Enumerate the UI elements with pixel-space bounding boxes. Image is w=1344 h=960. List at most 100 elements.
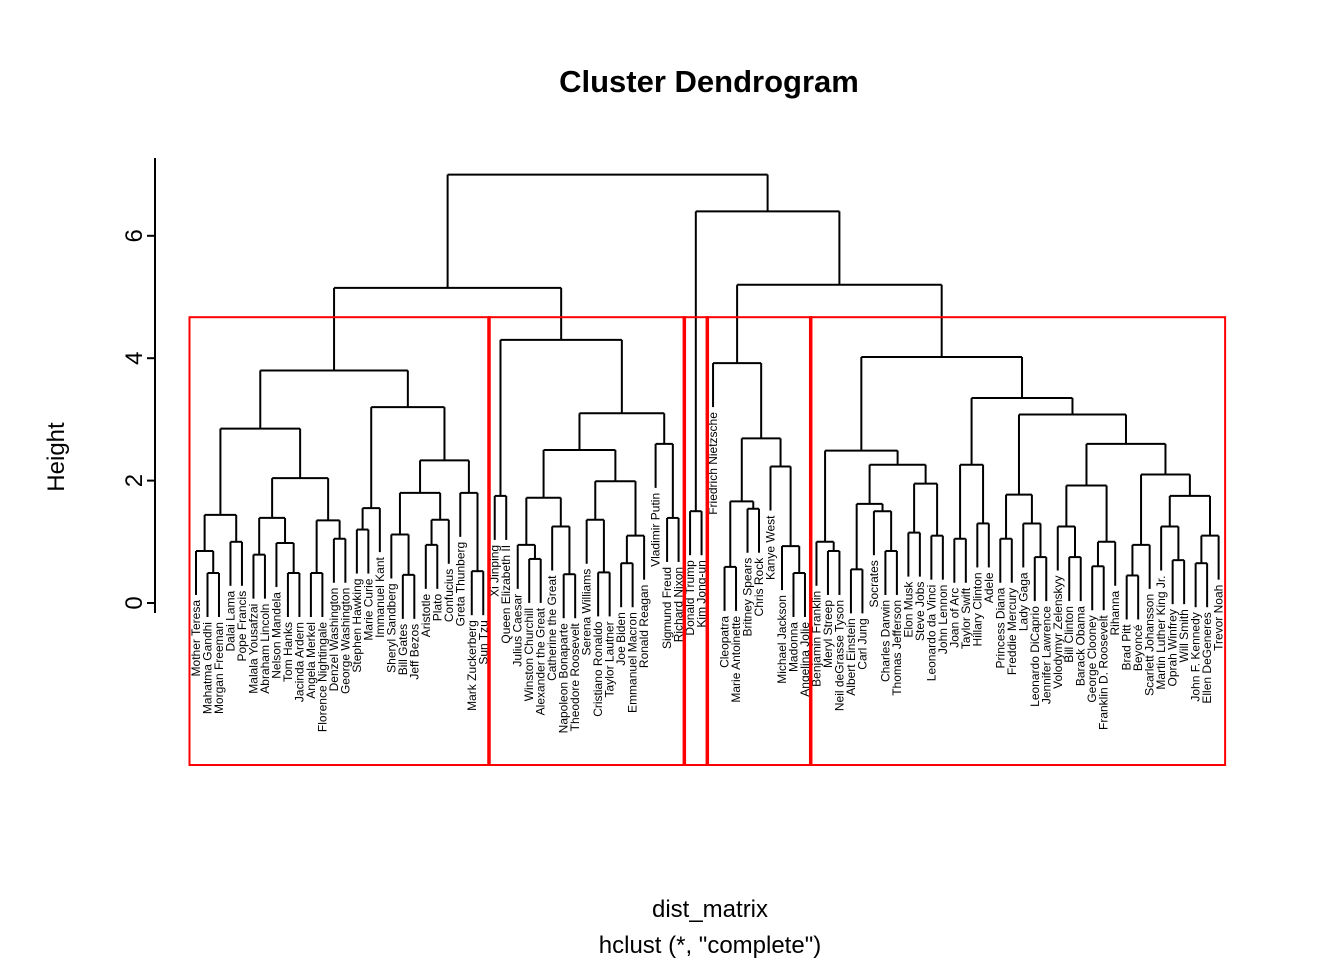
leaf-label: Alexander the Great bbox=[534, 607, 548, 715]
leaf-label: Xi Jinping bbox=[488, 545, 502, 597]
leaf-label: Emmanuel Macron bbox=[626, 612, 640, 713]
leaf-label: Steve Jobs bbox=[913, 582, 927, 641]
leaf-label: Denzel Washington bbox=[327, 588, 341, 692]
leaf-label: Confucius bbox=[442, 569, 456, 622]
leaf-label: Carl Jung bbox=[855, 618, 869, 669]
leaf-label: Sheryl Sandberg bbox=[384, 583, 398, 672]
leaf-label: Will Smith bbox=[1177, 609, 1191, 662]
leaf-label: Queen Elizabeth II bbox=[499, 545, 513, 644]
leaf-label: Martin Luther King Jr. bbox=[1154, 576, 1168, 690]
leaf-label: Marie Curie bbox=[361, 578, 375, 640]
leaf-label: Kim Jong-un bbox=[695, 560, 709, 627]
leaf-label: Sun Tzu bbox=[476, 620, 490, 664]
leaf-label: John F. Kennedy bbox=[1189, 612, 1203, 701]
leaf-label: Immanuel Kant bbox=[373, 556, 387, 637]
leaf-label: Brad Pitt bbox=[1120, 624, 1134, 671]
leaf-label: Winston Churchill bbox=[522, 608, 536, 701]
leaf-label: Neil deGrasse Tyson bbox=[832, 600, 846, 711]
leaf-label: Jeff Bezos bbox=[407, 624, 421, 680]
leaf-label: Mahatma Gandhi bbox=[200, 622, 214, 714]
leaf-label: Volodymyr Zelenskyy bbox=[1051, 576, 1065, 689]
cluster-box bbox=[808, 316, 1227, 766]
leaf-label: Meryl Streep bbox=[821, 600, 835, 668]
leaf-label: Cleopatra bbox=[718, 616, 732, 668]
y-axis-tick-label: 6 bbox=[121, 229, 148, 242]
leaf-label: Oprah Winfrey bbox=[1166, 609, 1180, 686]
leaf-label: Tom Hanks bbox=[281, 622, 295, 682]
x-axis-caption-line1: dist_matrix bbox=[651, 896, 769, 923]
leaf-label: Bill Gates bbox=[396, 624, 410, 675]
leaf-label: Angelina Jolie bbox=[798, 622, 812, 697]
leaf-label: Jennifer Lawrence bbox=[1039, 606, 1053, 704]
cluster-box bbox=[487, 316, 687, 766]
leaf-label: Vladimir Putin bbox=[649, 493, 663, 567]
leaf-label: Hillary Clinton bbox=[970, 572, 984, 646]
x-axis-caption: dist_matrix hclust (*, "complete") bbox=[76, 892, 1344, 960]
leaf-label: Bill Clinton bbox=[1062, 606, 1076, 663]
leaf-label: Rihanna bbox=[1108, 590, 1122, 635]
leaf-label: Greta Thunberg bbox=[453, 542, 467, 627]
leaf-label: Napoleon Bonaparte bbox=[557, 623, 571, 733]
leaf-label: Leonardo da Vinci bbox=[924, 585, 938, 682]
leaf-label: Aristotle bbox=[419, 594, 433, 638]
leaf-label: Princess Diana bbox=[993, 587, 1007, 668]
leaf-label: Friedrich Nietzsche bbox=[706, 412, 720, 515]
leaf-label: Charles Darwin bbox=[878, 600, 892, 682]
leaf-label: George Clooney bbox=[1085, 615, 1099, 702]
cluster-box bbox=[705, 316, 813, 766]
leaf-label: Taylor Lautner bbox=[603, 621, 617, 697]
leaf-label: Albert Einstein bbox=[844, 618, 858, 695]
leaf-label: Malala Yousafzai bbox=[246, 604, 260, 694]
leaf-label: Joan of Arc bbox=[947, 588, 961, 648]
leaf-label: Beyoncé bbox=[1131, 624, 1145, 671]
leaf-label: Freddie Mercury bbox=[1005, 588, 1019, 675]
leaf-label: Scarlett Johansson bbox=[1143, 594, 1157, 696]
leaf-label: Theodore Roosevelt bbox=[568, 623, 582, 732]
leaf-label: Richard Nixon bbox=[672, 567, 686, 642]
leaf-label: Donald Trump bbox=[683, 560, 697, 636]
leaf-label: Mark Zuckerberg bbox=[465, 620, 479, 711]
leaf-label: Mother Teresa bbox=[189, 600, 203, 677]
chart-title: Cluster Dendrogram bbox=[559, 64, 859, 99]
cluster-box bbox=[188, 316, 491, 766]
leaf-label: Abraham Lincoln bbox=[258, 604, 272, 694]
leaf-label: Serena Williams bbox=[580, 569, 594, 656]
leaf-label: Franklin D. Roosevelt bbox=[1097, 615, 1111, 730]
leaf-label: Barack Obama bbox=[1074, 606, 1088, 686]
leaf-label: Ellen DeGeneres bbox=[1200, 612, 1214, 703]
leaf-label: Sigmund Freud bbox=[660, 567, 674, 649]
leaf-label: Ronald Reagan bbox=[637, 585, 651, 668]
x-axis-caption-line2: hclust (*, "complete") bbox=[598, 932, 822, 959]
leaf-label: Julius Caesar bbox=[511, 594, 525, 667]
leaf-label: Benjamin Franklin bbox=[809, 591, 823, 687]
leaf-label: Britney Spears bbox=[741, 558, 755, 637]
leaf-label: Joe Biden bbox=[614, 612, 628, 665]
leaf-label: Lady Gaga bbox=[1016, 572, 1030, 631]
leaf-label: Angela Merkel bbox=[304, 622, 318, 699]
leaf-label: Morgan Freeman bbox=[212, 622, 226, 714]
leaf-label: Kanye West bbox=[764, 515, 778, 580]
leaf-label: Elon Musk bbox=[901, 581, 915, 638]
leaf-label: John Lennon bbox=[936, 585, 950, 654]
leaf-label: Trevor Noah bbox=[1212, 585, 1226, 651]
leaf-label: Chris Rock bbox=[752, 557, 766, 617]
leaf-label: Cristiano Ronaldo bbox=[591, 621, 605, 717]
y-axis-tick-label: 4 bbox=[121, 352, 148, 365]
leaf-label: Michael Jackson bbox=[775, 595, 789, 684]
leaf-label: Stephen Hawking bbox=[350, 579, 364, 673]
leaf-label: Catherine the Great bbox=[545, 575, 559, 681]
leaf-label: Leonardo DiCaprio bbox=[1028, 606, 1042, 707]
leaf-label: Jacinda Ardern bbox=[292, 622, 306, 702]
leaf-label: Marie Antoinette bbox=[729, 616, 743, 703]
leaf-label: Florence Nightingale bbox=[315, 622, 329, 732]
y-axis-tick-label: 0 bbox=[121, 596, 148, 609]
leaf-label: Plato bbox=[430, 594, 444, 622]
y-axis-tick-label: 2 bbox=[121, 474, 148, 487]
cluster-box bbox=[682, 316, 710, 766]
leaf-label: Taylor Swift bbox=[959, 587, 973, 649]
leaf-label: Pope Francis bbox=[235, 591, 249, 662]
leaf-label: Adele bbox=[982, 572, 996, 603]
leaf-label: Thomas Jefferson bbox=[890, 600, 904, 696]
